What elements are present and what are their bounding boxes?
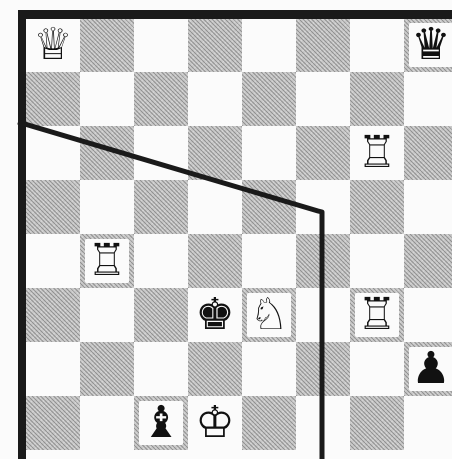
black-queen-icon: ♛ <box>409 23 452 67</box>
square-e8[interactable] <box>242 18 296 72</box>
black-king-piece[interactable]: ♚ <box>188 288 242 342</box>
white-queen-piece[interactable]: ♕ <box>26 18 80 72</box>
board-frame-left <box>18 10 26 459</box>
square-f7[interactable] <box>296 72 350 126</box>
square-c5[interactable] <box>134 180 188 234</box>
white-rook-icon: ♖ <box>355 293 399 337</box>
white-knight-icon: ♘ <box>247 293 291 337</box>
square-a2[interactable] <box>26 342 80 396</box>
square-d2[interactable] <box>188 342 242 396</box>
square-f3[interactable] <box>296 288 350 342</box>
white-rook-piece[interactable]: ♖ <box>350 126 404 180</box>
square-b7[interactable] <box>80 72 134 126</box>
square-c6[interactable] <box>134 126 188 180</box>
square-g4[interactable] <box>350 234 404 288</box>
square-b2[interactable] <box>80 342 134 396</box>
square-f4[interactable] <box>296 234 350 288</box>
square-c7[interactable] <box>134 72 188 126</box>
square-e1[interactable] <box>242 396 296 450</box>
square-h6[interactable] <box>404 126 452 180</box>
square-a7[interactable] <box>26 72 80 126</box>
white-rook-piece[interactable]: ♖ <box>80 234 134 288</box>
black-king-icon: ♚ <box>193 293 237 337</box>
square-g2[interactable] <box>350 342 404 396</box>
square-g1[interactable] <box>350 396 404 450</box>
square-b1[interactable] <box>80 396 134 450</box>
square-f2[interactable] <box>296 342 350 396</box>
square-d5[interactable] <box>188 180 242 234</box>
square-d4[interactable] <box>188 234 242 288</box>
square-e5[interactable] <box>242 180 296 234</box>
white-rook-piece[interactable]: ♖ <box>350 288 404 342</box>
square-a1[interactable] <box>26 396 80 450</box>
square-d8[interactable] <box>188 18 242 72</box>
square-e6[interactable] <box>242 126 296 180</box>
square-e4[interactable] <box>242 234 296 288</box>
chess-board: ♕♛♖♖♚♘♖♟♝♔ <box>26 18 452 450</box>
white-king-piece[interactable]: ♔ <box>188 396 242 450</box>
square-b3[interactable] <box>80 288 134 342</box>
square-c8[interactable] <box>134 18 188 72</box>
square-d6[interactable] <box>188 126 242 180</box>
white-king-icon: ♔ <box>193 401 237 445</box>
square-a4[interactable] <box>26 234 80 288</box>
square-e2[interactable] <box>242 342 296 396</box>
square-b6[interactable] <box>80 126 134 180</box>
square-a6[interactable] <box>26 126 80 180</box>
square-f5[interactable] <box>296 180 350 234</box>
black-bishop-piece[interactable]: ♝ <box>134 396 188 450</box>
square-a5[interactable] <box>26 180 80 234</box>
square-d7[interactable] <box>188 72 242 126</box>
square-g8[interactable] <box>350 18 404 72</box>
black-pawn-piece[interactable]: ♟ <box>404 342 452 396</box>
white-knight-piece[interactable]: ♘ <box>242 288 296 342</box>
white-rook-icon: ♖ <box>85 239 129 283</box>
board-frame-top <box>18 10 452 19</box>
square-f8[interactable] <box>296 18 350 72</box>
black-queen-piece[interactable]: ♛ <box>404 18 452 72</box>
square-g7[interactable] <box>350 72 404 126</box>
square-a3[interactable] <box>26 288 80 342</box>
square-b5[interactable] <box>80 180 134 234</box>
square-g5[interactable] <box>350 180 404 234</box>
white-queen-icon: ♕ <box>31 23 75 67</box>
square-b8[interactable] <box>80 18 134 72</box>
square-h1[interactable] <box>404 396 452 450</box>
square-f6[interactable] <box>296 126 350 180</box>
square-c4[interactable] <box>134 234 188 288</box>
white-rook-icon: ♖ <box>355 131 399 175</box>
square-h7[interactable] <box>404 72 452 126</box>
square-f1[interactable] <box>296 396 350 450</box>
square-h5[interactable] <box>404 180 452 234</box>
square-c3[interactable] <box>134 288 188 342</box>
square-h4[interactable] <box>404 234 452 288</box>
square-c2[interactable] <box>134 342 188 396</box>
black-bishop-icon: ♝ <box>139 401 183 445</box>
square-e7[interactable] <box>242 72 296 126</box>
square-h3[interactable] <box>404 288 452 342</box>
black-pawn-icon: ♟ <box>409 347 452 391</box>
